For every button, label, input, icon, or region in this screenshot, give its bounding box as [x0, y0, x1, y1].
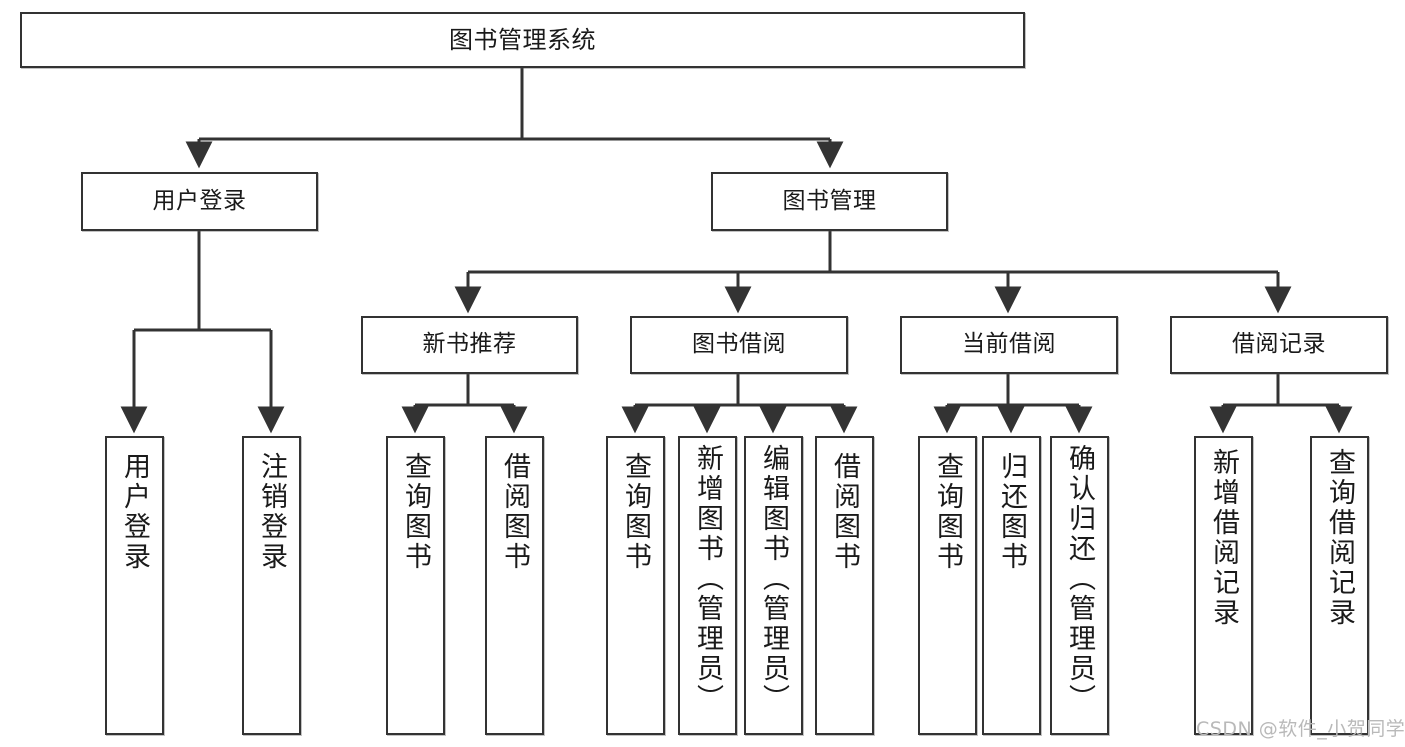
node-leaf-add-book[interactable]: 新增图书（管理员）: [678, 436, 737, 735]
node-leaf-query-book-2[interactable]: 查询图书: [606, 436, 665, 735]
node-leaf-query-book-1-label: 查询图书: [400, 452, 431, 572]
node-book-manage[interactable]: 图书管理: [711, 172, 948, 231]
node-leaf-query-record[interactable]: 查询借阅记录: [1310, 436, 1369, 735]
node-leaf-confirm-return-label: 确认归还（管理员）: [1064, 444, 1095, 714]
node-leaf-confirm-return[interactable]: 确认归还（管理员）: [1050, 436, 1109, 735]
node-book-borrow-label: 图书借阅: [692, 331, 786, 358]
node-leaf-edit-book-label: 编辑图书（管理员）: [758, 444, 789, 714]
node-leaf-query-book-1[interactable]: 查询图书: [386, 436, 445, 735]
node-leaf-user-login-label: 用户登录: [119, 452, 150, 572]
node-leaf-query-book-3[interactable]: 查询图书: [918, 436, 977, 735]
node-leaf-logout-label: 注销登录: [256, 452, 287, 572]
node-leaf-add-record[interactable]: 新增借阅记录: [1194, 436, 1253, 735]
node-leaf-borrow-book-1[interactable]: 借阅图书: [485, 436, 544, 735]
node-current-borrow[interactable]: 当前借阅: [900, 316, 1118, 374]
node-borrow-record-label: 借阅记录: [1232, 331, 1326, 358]
node-borrow-record[interactable]: 借阅记录: [1170, 316, 1388, 374]
csdn-watermark: CSDN @软件_小贺同学: [1196, 718, 1405, 740]
node-leaf-edit-book[interactable]: 编辑图书（管理员）: [744, 436, 803, 735]
node-user-login[interactable]: 用户登录: [81, 172, 318, 231]
node-leaf-borrow-book-2-label: 借阅图书: [829, 452, 860, 572]
node-leaf-borrow-book-2[interactable]: 借阅图书: [815, 436, 874, 735]
node-leaf-add-record-label: 新增借阅记录: [1208, 448, 1239, 628]
node-leaf-logout[interactable]: 注销登录: [242, 436, 301, 735]
node-new-book-rec-label: 新书推荐: [422, 331, 517, 358]
node-leaf-borrow-book-1-label: 借阅图书: [499, 452, 530, 572]
node-user-login-label: 用户登录: [152, 187, 247, 214]
node-current-borrow-label: 当前借阅: [962, 331, 1056, 358]
node-leaf-return-book[interactable]: 归还图书: [982, 436, 1041, 735]
node-leaf-return-book-label: 归还图书: [996, 452, 1027, 572]
node-leaf-query-record-label: 查询借阅记录: [1324, 448, 1355, 628]
node-root-label: 图书管理系统: [449, 25, 596, 54]
node-book-borrow[interactable]: 图书借阅: [630, 316, 848, 374]
node-leaf-query-book-3-label: 查询图书: [932, 452, 963, 572]
node-leaf-query-book-2-label: 查询图书: [620, 452, 651, 572]
node-leaf-add-book-label: 新增图书（管理员）: [692, 444, 723, 714]
node-book-manage-label: 图书管理: [782, 187, 877, 214]
node-new-book-rec[interactable]: 新书推荐: [361, 316, 578, 374]
node-leaf-user-login[interactable]: 用户登录: [105, 436, 164, 735]
node-root[interactable]: 图书管理系统: [20, 12, 1025, 68]
